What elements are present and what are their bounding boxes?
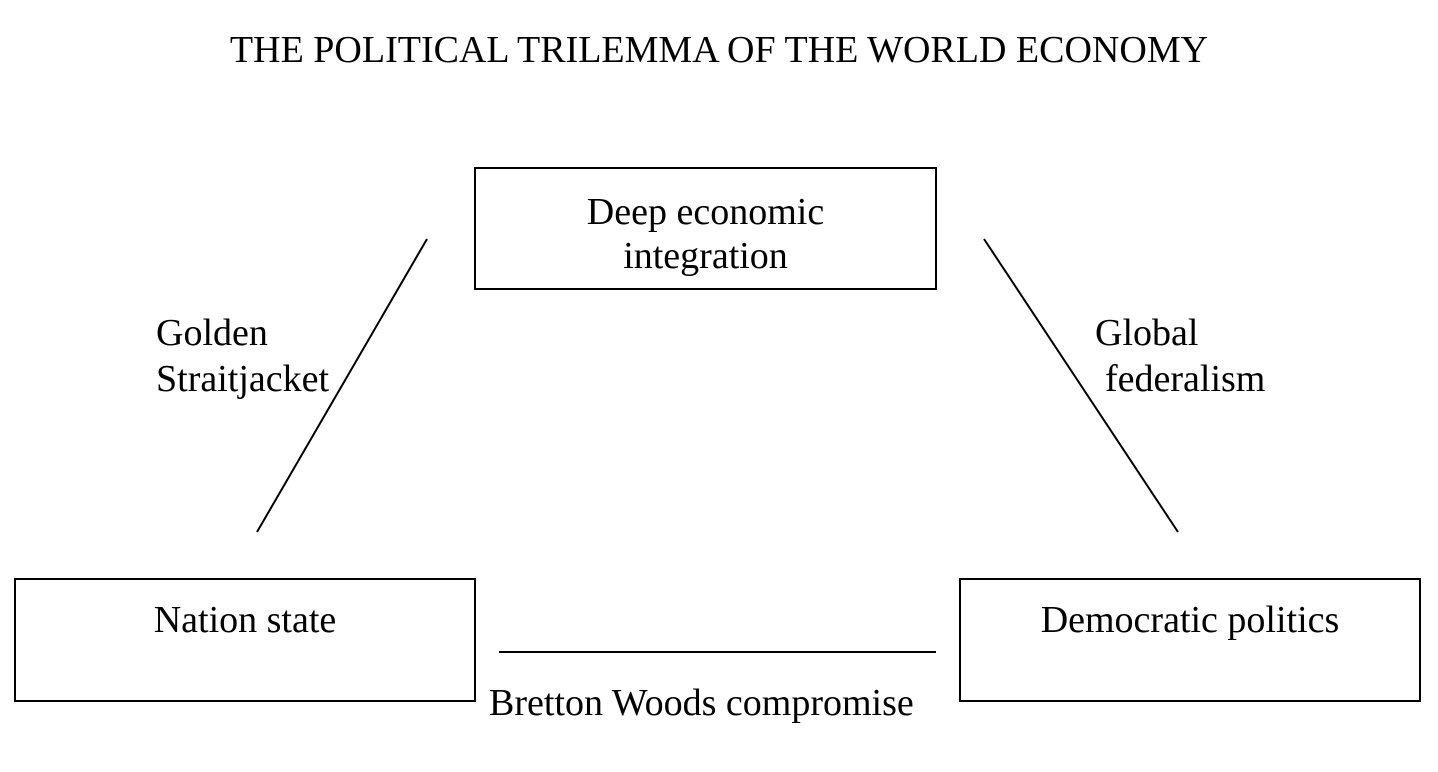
edge-left-line1: Golden: [156, 312, 268, 354]
node-nation-state: Nation state: [14, 578, 476, 702]
node-top-line1: Deep economic: [586, 191, 825, 233]
edge-left-line2: Straitjacket: [156, 358, 330, 400]
diagram-title: THE POLITICAL TRILEMMA OF THE WORLD ECON…: [229, 29, 1209, 71]
edge-right-line1: Global: [1095, 312, 1199, 354]
edge-left-label: Golden Straitjacket: [156, 310, 329, 402]
node-top-line2: integration: [623, 235, 788, 277]
node-right-label: Democratic politics: [1040, 599, 1340, 641]
edge-bottom-label: Bretton Woods compromise: [489, 682, 914, 724]
edge-right-label: Global federalism: [1095, 310, 1265, 402]
node-democratic-politics: Democratic politics: [959, 578, 1421, 702]
edge-right-line2: federalism: [1105, 358, 1266, 400]
node-deep-economic-integration: Deep economic integration: [474, 167, 937, 290]
node-left-label: Nation state: [153, 599, 337, 641]
